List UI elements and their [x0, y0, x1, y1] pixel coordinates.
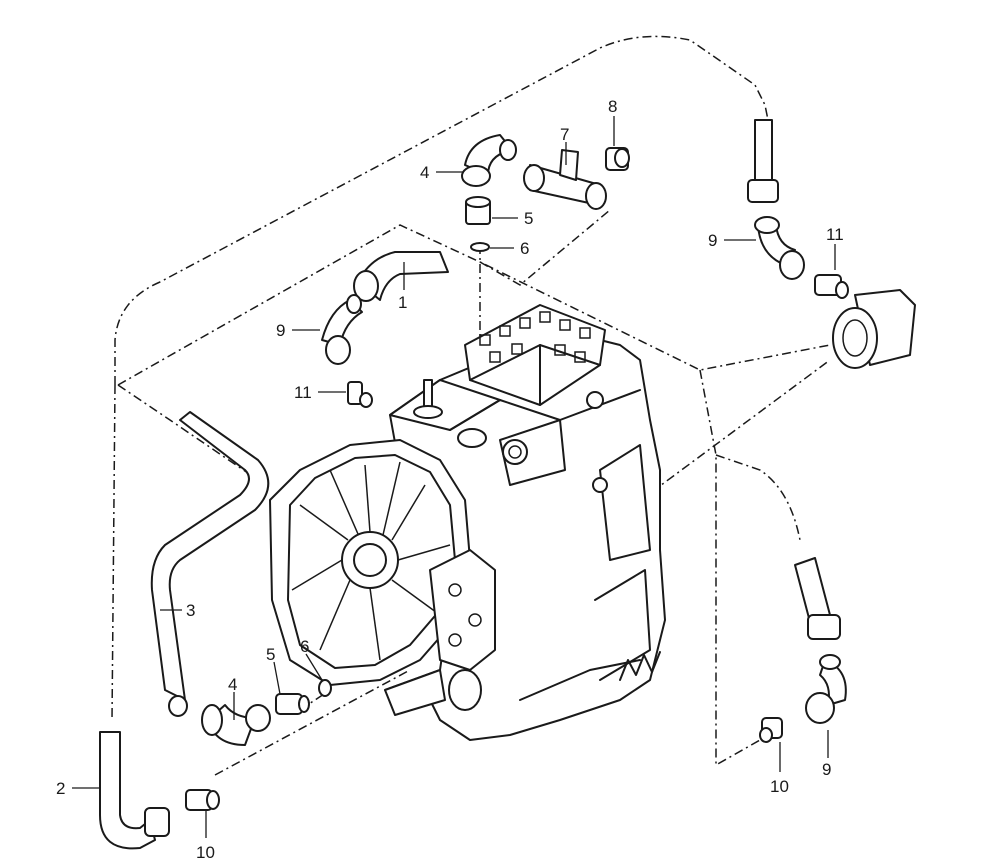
callout-6-bottom: 6	[300, 637, 309, 656]
callout-6-top: 6	[520, 239, 529, 258]
part-9-elbow-left	[321, 294, 363, 365]
callout-9-left: 9	[276, 321, 285, 340]
part-1-hose	[353, 251, 449, 302]
part-3-hose	[150, 411, 270, 717]
part-5-adapter-top	[465, 196, 491, 225]
part-10-fitting-right	[759, 717, 783, 743]
part-8-cap	[605, 147, 630, 171]
part-7-tee	[523, 149, 607, 210]
leader-lines	[72, 116, 836, 838]
callout-4-top: 4	[420, 163, 429, 182]
part-11-fitting-right	[814, 274, 849, 299]
callout-9-bottom: 9	[822, 760, 831, 779]
callout-10-left: 10	[196, 843, 215, 862]
part-4-elbow-top	[461, 134, 517, 187]
callout-11-left: 11	[294, 383, 312, 402]
part-5-adapter-bottom	[275, 693, 310, 715]
flange-adapter	[832, 289, 916, 369]
callout-5-top: 5	[524, 209, 533, 228]
part-2-pipe	[99, 731, 170, 850]
callout-10-right: 10	[770, 777, 789, 796]
part-9-elbow-right	[754, 216, 805, 280]
callout-5-bottom: 5	[266, 645, 275, 664]
part-6-seal-bottom	[318, 679, 332, 697]
callout-9-right: 9	[708, 231, 717, 250]
callout-11-right: 11	[826, 225, 844, 244]
right-upper-pipe	[747, 119, 779, 203]
callout-7: 7	[560, 125, 569, 144]
right-lower-pipe	[794, 557, 841, 640]
part-4-elbow-bottom	[201, 704, 271, 746]
callout-3: 3	[186, 601, 195, 620]
callout-8: 8	[608, 97, 617, 116]
callouts: 1 2 3 4 4 5 5 6 6 7 8 9 9 9 10 10 11 11	[56, 97, 844, 862]
callout-2: 2	[56, 779, 65, 798]
callout-4-bottom: 4	[228, 675, 237, 694]
part-6-seal-top	[470, 242, 490, 252]
part-10-fitting-left	[185, 789, 220, 811]
part-9-elbow-bottom-right	[805, 654, 847, 724]
bell-housing	[269, 439, 496, 686]
part-11-fitting-left	[347, 381, 373, 408]
callout-1: 1	[398, 293, 407, 312]
